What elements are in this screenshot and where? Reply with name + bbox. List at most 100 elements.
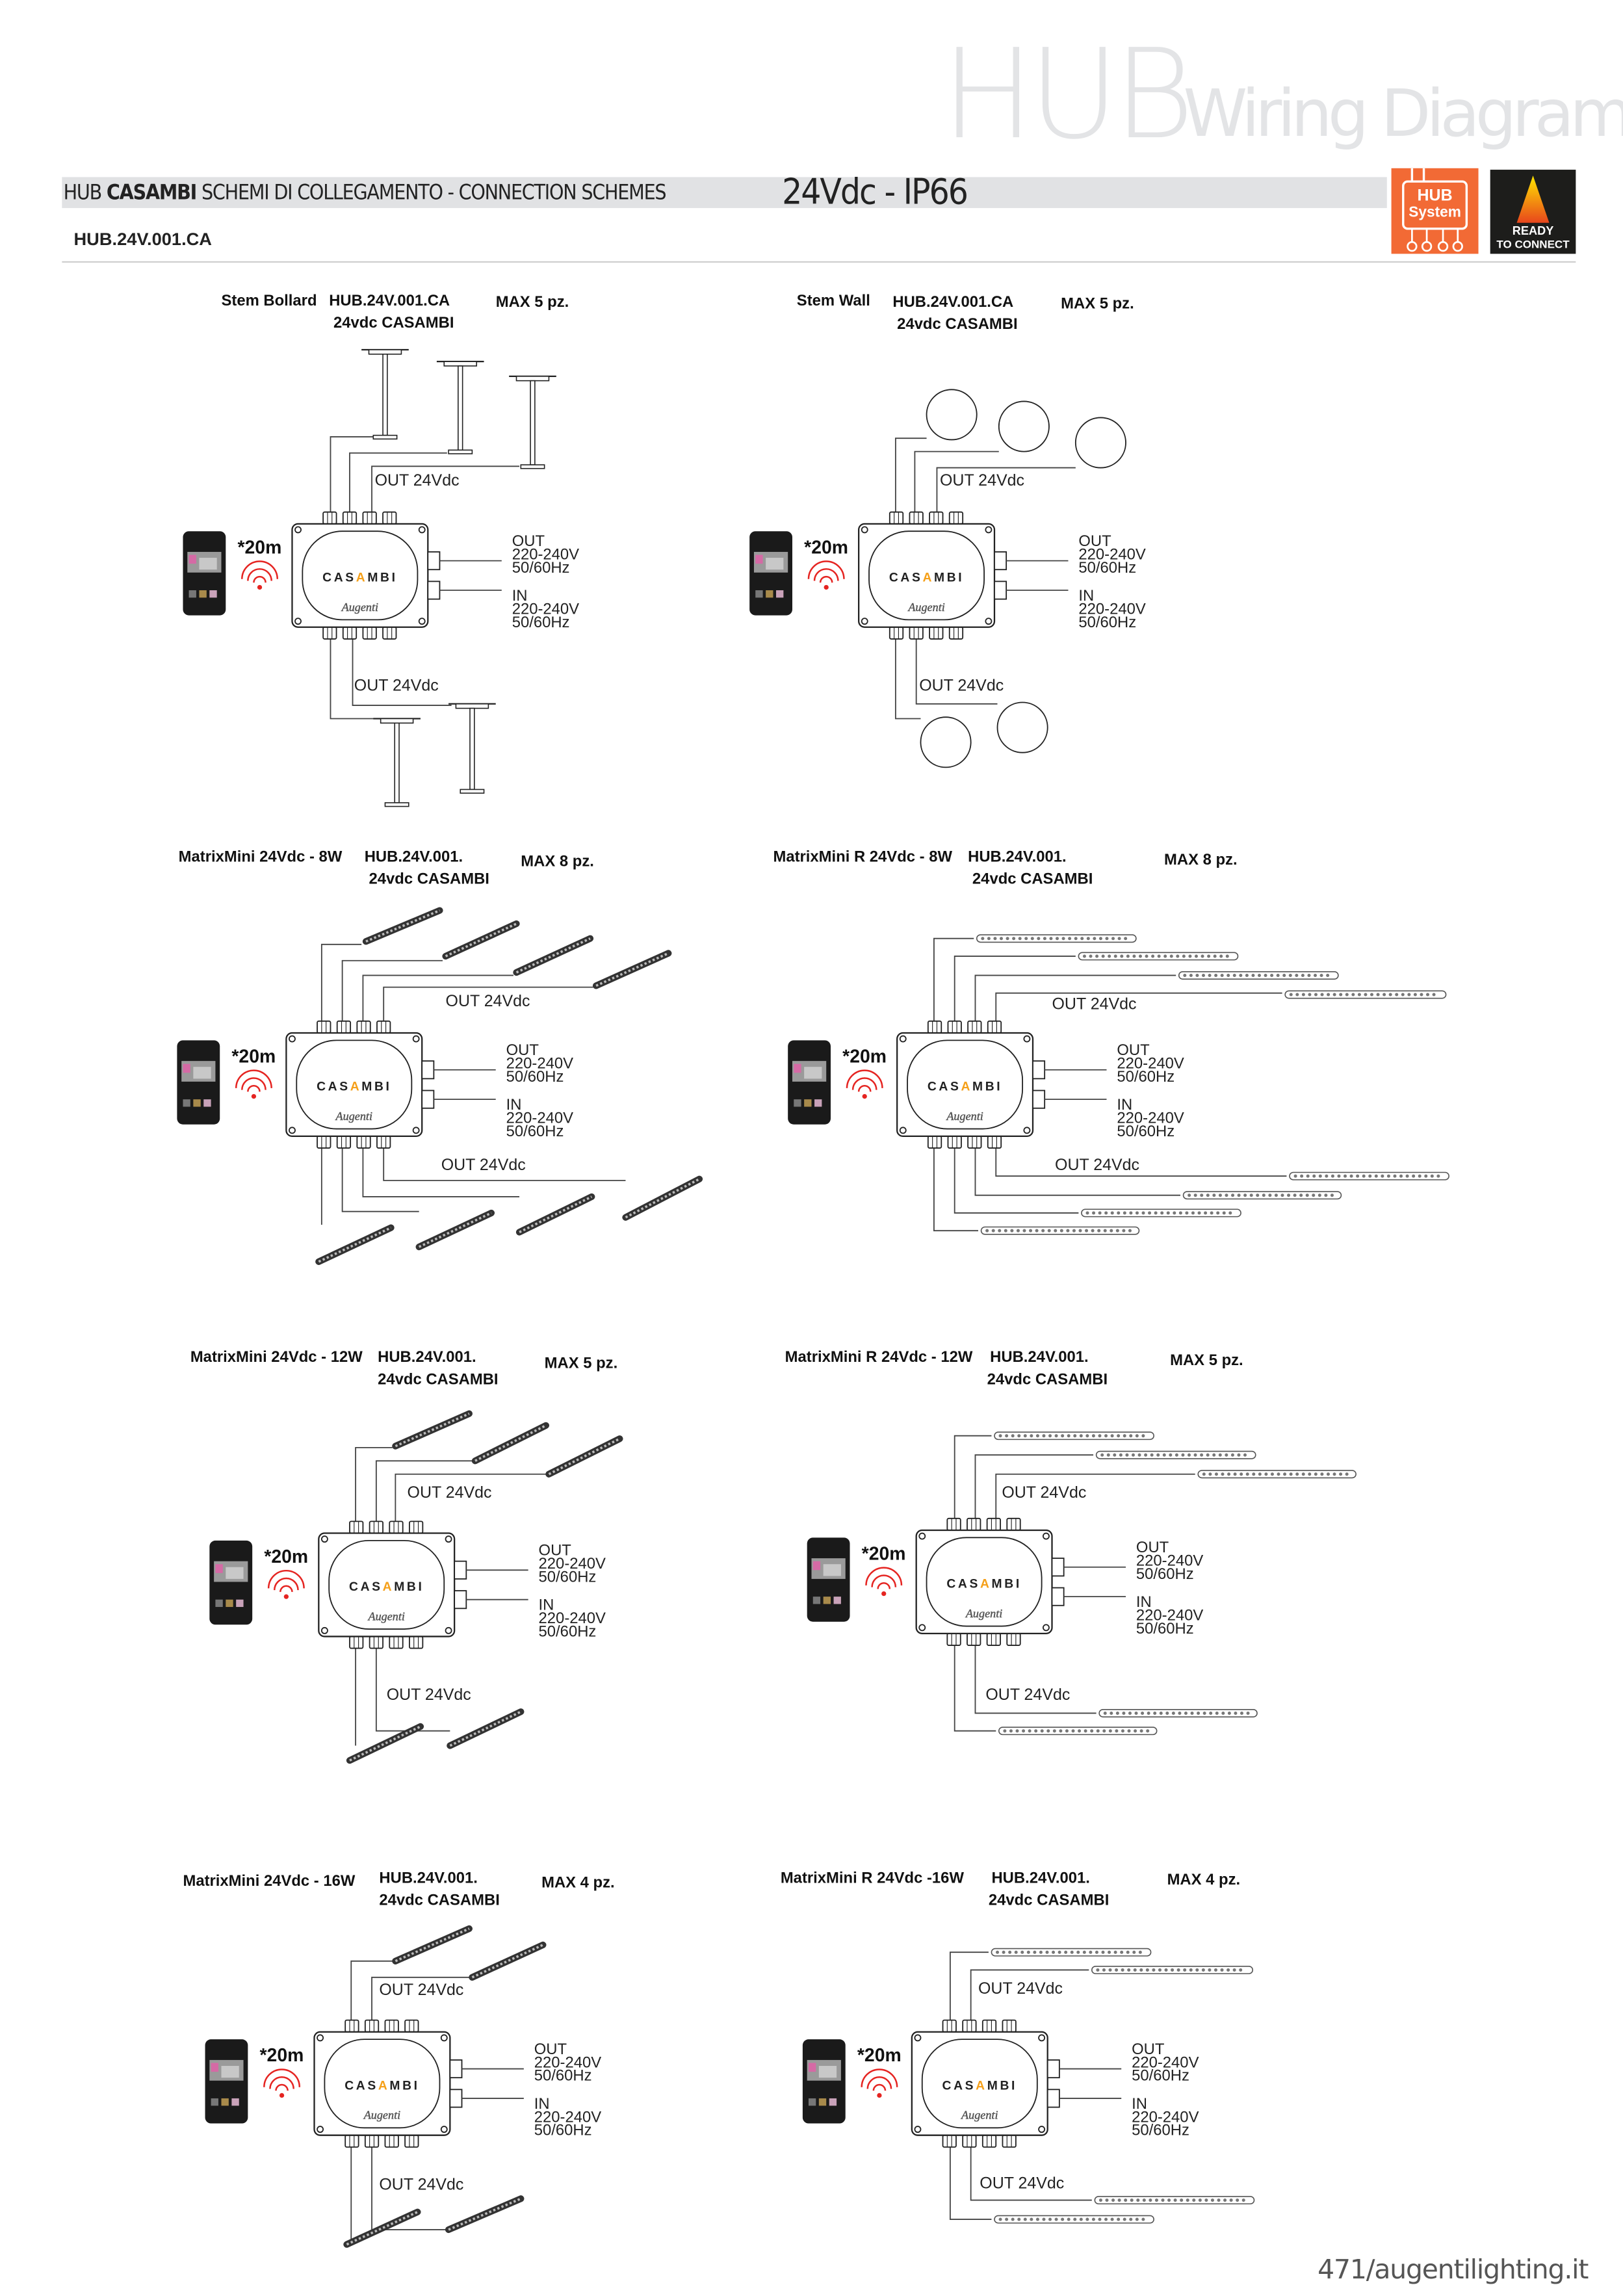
output-wire	[371, 1976, 469, 2020]
out-24vdc-label: OUT 24Vdc	[978, 1980, 1063, 1998]
augenti-logo: Augenti	[961, 2109, 998, 2122]
hub-lid	[302, 530, 419, 621]
panel-max-quantity: MAX 5 pz.	[495, 293, 569, 311]
hub-enclosure	[285, 1032, 423, 1138]
screw-icon	[317, 2034, 324, 2042]
power-out-voltage: 220-240V	[1132, 2054, 1199, 2072]
output-wire	[355, 1446, 393, 1522]
power-out-label: OUT	[1136, 1539, 1169, 1557]
stem-bollard-fixture	[436, 361, 484, 454]
screw-icon	[1042, 1624, 1050, 1632]
cable-gland	[384, 2019, 399, 2033]
divider	[62, 261, 1576, 263]
cable-gland	[889, 626, 904, 640]
power-in-frequency: 50/60Hz	[1078, 614, 1137, 632]
svg-text:TO CONNECT: TO CONNECT	[1496, 238, 1570, 250]
cable-gland	[946, 1632, 961, 1646]
power-in-voltage: 220-240V	[1132, 2108, 1199, 2127]
panel-product-name: Stem Bollard	[221, 292, 317, 310]
svg-text:READY: READY	[1513, 224, 1554, 237]
panel-product-code: HUB.24V.001.	[991, 1870, 1090, 1888]
cable-gland	[962, 2019, 977, 2033]
wifi-icon	[861, 2068, 898, 2098]
smartphone-icon	[209, 1540, 253, 1625]
cable-gland	[927, 1020, 942, 1034]
panel-max-quantity: MAX 5 pz.	[544, 1354, 618, 1373]
stem-bollard-fixture	[448, 703, 496, 794]
panel-controller: 24vdc CASAMBI	[987, 1370, 1108, 1389]
power-out-label: OUT	[534, 2041, 567, 2059]
linear-bar-r-fixture	[1197, 1470, 1357, 1479]
power-gland	[454, 1590, 467, 1610]
linear-bar-r-fixture	[980, 1226, 1140, 1235]
output-wire	[954, 1435, 992, 1519]
power-gland	[449, 2089, 463, 2108]
linear-bar-r-fixture	[994, 2215, 1154, 2224]
power-out-label: OUT	[538, 1542, 571, 1560]
range-label: *20m	[231, 1046, 276, 1067]
linear-bar-r-fixture	[991, 1948, 1152, 1957]
power-out-voltage: 220-240V	[1117, 1055, 1184, 1073]
cable-gland	[404, 2134, 419, 2148]
panel-product-code: HUB.24V.001.	[378, 1348, 476, 1367]
hub-enclosure	[318, 1532, 456, 1637]
stem-wall-fixture	[926, 389, 978, 441]
cable-gland	[322, 511, 337, 525]
cable-gland	[986, 1517, 1001, 1531]
wifi-icon	[865, 1567, 903, 1597]
cable-gland	[946, 1517, 961, 1531]
power-in-frequency: 50/60Hz	[1117, 1123, 1175, 1141]
screw-icon	[985, 526, 993, 534]
panel-controller: 24vdc CASAMBI	[378, 1370, 499, 1389]
cable-gland	[981, 2134, 997, 2148]
panel-controller: 24vdc CASAMBI	[379, 1892, 500, 1910]
linear-bar-r-fixture	[1182, 1191, 1342, 1200]
power-in-label: IN	[534, 2095, 550, 2113]
linear-bar-fixture	[315, 1224, 395, 1265]
power-gland	[1046, 2089, 1060, 2108]
hub-enclosure	[915, 1529, 1053, 1635]
smartphone-icon	[183, 531, 226, 616]
screw-icon	[289, 1035, 296, 1043]
hub-lid	[926, 1537, 1043, 1627]
screw-icon	[440, 2126, 448, 2133]
cable-gland	[962, 2134, 977, 2148]
range-label: *20m	[259, 2045, 304, 2066]
output-wire	[974, 1148, 1180, 1196]
power-out-frequency: 50/60Hz	[506, 1068, 564, 1086]
cable-gland	[909, 511, 924, 525]
cable-gland	[362, 511, 377, 525]
output-wire	[362, 1148, 520, 1197]
panel-controller: 24vdc CASAMBI	[988, 1892, 1110, 1910]
panel-product-name: MatrixMini 24Vdc - 12W	[190, 1348, 363, 1367]
out-24vdc-label: OUT 24Vdc	[939, 472, 1025, 490]
power-in-voltage: 220-240V	[512, 600, 580, 619]
output-wire	[974, 974, 1176, 1021]
wiring-diagrams-title: Wiring Diagrams	[1183, 77, 1623, 152]
output-wire	[371, 465, 520, 512]
smartphone-icon	[788, 1040, 831, 1125]
out-24vdc-label: OUT 24Vdc	[980, 2174, 1065, 2193]
cable-gland	[987, 1135, 1002, 1149]
hub-enclosure	[313, 2031, 451, 2136]
linear-bar-r-fixture	[1078, 952, 1239, 961]
output-wire	[349, 452, 447, 512]
output-wire	[894, 638, 921, 720]
range-label: *20m	[264, 1546, 309, 1567]
cable-gland	[362, 626, 377, 640]
cable-gland	[948, 511, 964, 525]
linear-bar-r-fixture	[1091, 1965, 1254, 1974]
cable-gland	[942, 2134, 957, 2148]
power-out-frequency: 50/60Hz	[534, 2067, 592, 2085]
output-wire	[995, 1473, 1195, 1519]
power-out-label: OUT	[506, 1041, 539, 1060]
cable-gland	[967, 1517, 981, 1531]
output-wire	[954, 956, 1076, 1021]
power-in-label: IN	[1078, 587, 1095, 605]
hub-enclosure	[896, 1032, 1034, 1138]
power-in-frequency: 50/60Hz	[538, 1623, 597, 1641]
